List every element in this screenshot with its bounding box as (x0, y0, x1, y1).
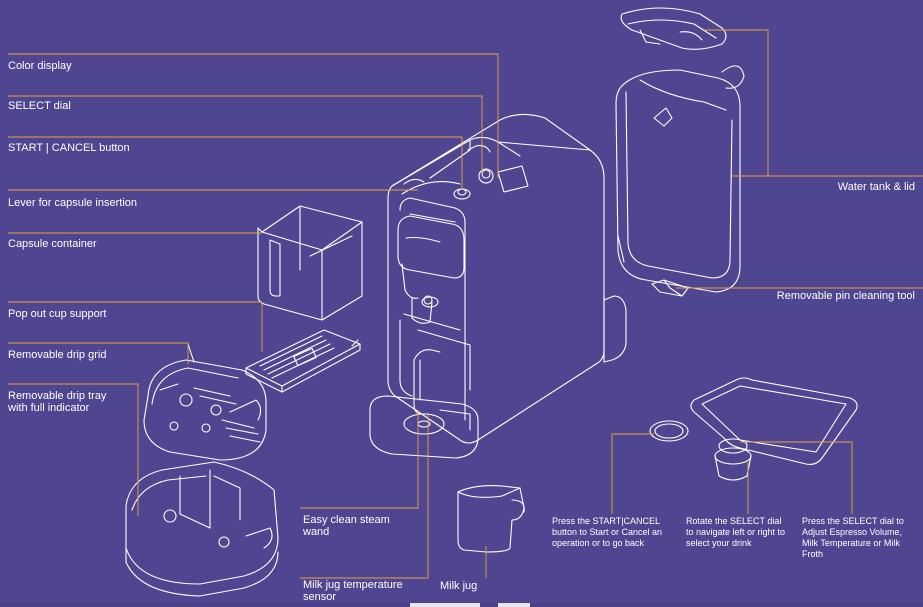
machine-body (369, 113, 627, 459)
label-press-select: Press the SELECT dial to Adjust Espresso… (802, 516, 904, 559)
capsule-cup-illustration (714, 438, 752, 481)
accessory-tray-illustration (690, 377, 858, 465)
drip-grid-illustration (143, 343, 267, 461)
label-press-start-cancel: Press the START|CANCEL button to Start o… (552, 516, 663, 548)
leader-drip-tray (8, 383, 139, 516)
label-lever: Lever for capsule insertion (8, 197, 138, 209)
label-rotate-select: Rotate the SELECT dial to navigate left … (686, 516, 786, 548)
leader-press-select (740, 441, 853, 514)
label-select-dial: SELECT dial (8, 100, 71, 112)
label-steam-wand: Easy clean steam wand (303, 514, 390, 538)
label-capsule-container: Capsule container (8, 238, 97, 250)
leader-milk-sensor (300, 414, 429, 579)
pin-tool-illustration (651, 279, 689, 297)
label-milk-jug: Milk jug (440, 580, 478, 592)
label-pop-out-cup-support: Pop out cup support (8, 308, 107, 320)
leader-start-cancel (8, 136, 463, 190)
drip-tray-illustration (125, 461, 279, 597)
bottom-edge-strip (0, 603, 923, 607)
leader-steam-wand (300, 410, 419, 509)
leader-select-dial (8, 95, 483, 172)
bottom-strip-segment (498, 603, 530, 607)
label-drip-grid: Removable drip grid (8, 349, 107, 361)
tank-lid-illustration (620, 7, 727, 50)
label-water-tank: Water tank & lid (837, 181, 915, 193)
bottom-strip-segment (410, 603, 480, 607)
capsule-container-illustration (257, 205, 363, 321)
leader-water-tank (704, 29, 923, 177)
label-pin-tool: Removable pin cleaning tool (776, 290, 915, 302)
label-milk-sensor: Milk jug temperature sensor (303, 579, 403, 603)
milk-jug-illustration (457, 485, 525, 553)
label-color-display: Color display (8, 60, 72, 72)
cup-support-illustration (245, 329, 361, 393)
leader-cup-support (8, 301, 263, 352)
label-drip-tray: Removable drip tray with full indicator (8, 390, 107, 414)
water-tank-illustration (615, 65, 745, 293)
capsule-disc-illustration (649, 420, 689, 442)
leader-drip-grid (8, 342, 189, 364)
label-start-cancel-button: START | CANCEL button (8, 142, 130, 154)
leader-press-start-cancel (611, 433, 654, 514)
leader-color-display (8, 53, 499, 178)
